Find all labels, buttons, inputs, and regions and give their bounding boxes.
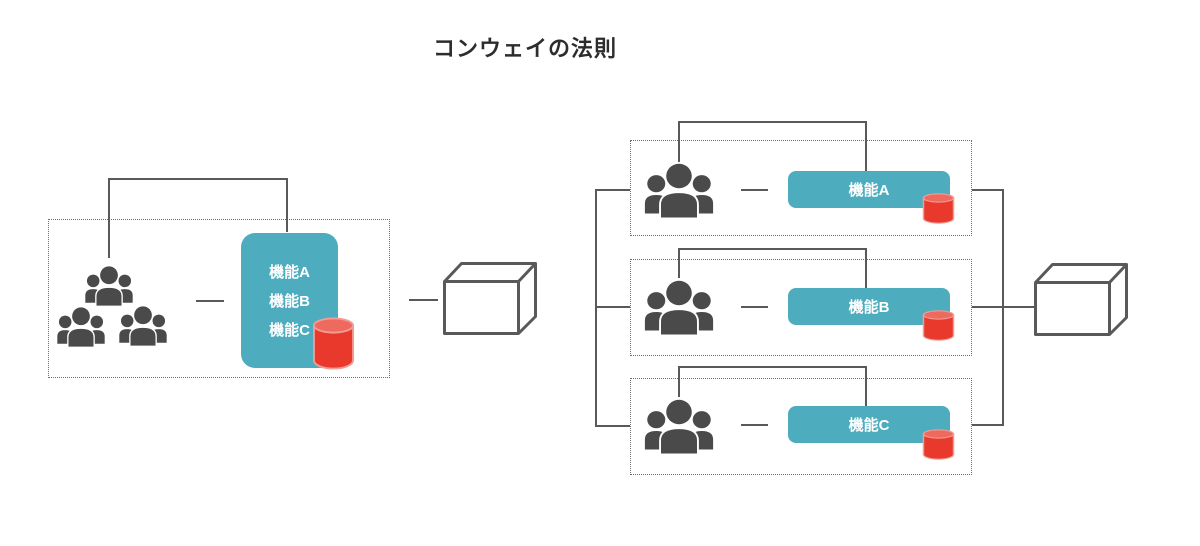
function-label: 機能B — [848, 299, 890, 316]
people-group-icon — [84, 265, 134, 306]
team-bus-line — [595, 189, 630, 427]
database-icon — [922, 429, 955, 460]
cube-icon — [443, 262, 537, 335]
people-group-icon — [56, 306, 106, 347]
function-label: 機能A — [269, 264, 310, 281]
people-group-icon — [643, 398, 715, 454]
database-icon — [922, 310, 955, 341]
system-bus-line — [972, 189, 1004, 426]
diagram-title: コンウェイの法則 — [433, 36, 618, 61]
function-label: 機能B — [269, 293, 310, 310]
database-icon — [922, 193, 955, 224]
function-label: 機能C — [848, 417, 890, 434]
people-group-icon — [643, 162, 715, 218]
cube-icon — [1034, 263, 1128, 336]
function-label: 機能A — [848, 182, 890, 199]
database-icon — [312, 317, 355, 370]
people-group-icon — [118, 305, 168, 346]
function-label: 機能C — [269, 322, 310, 339]
people-group-icon — [643, 279, 715, 335]
